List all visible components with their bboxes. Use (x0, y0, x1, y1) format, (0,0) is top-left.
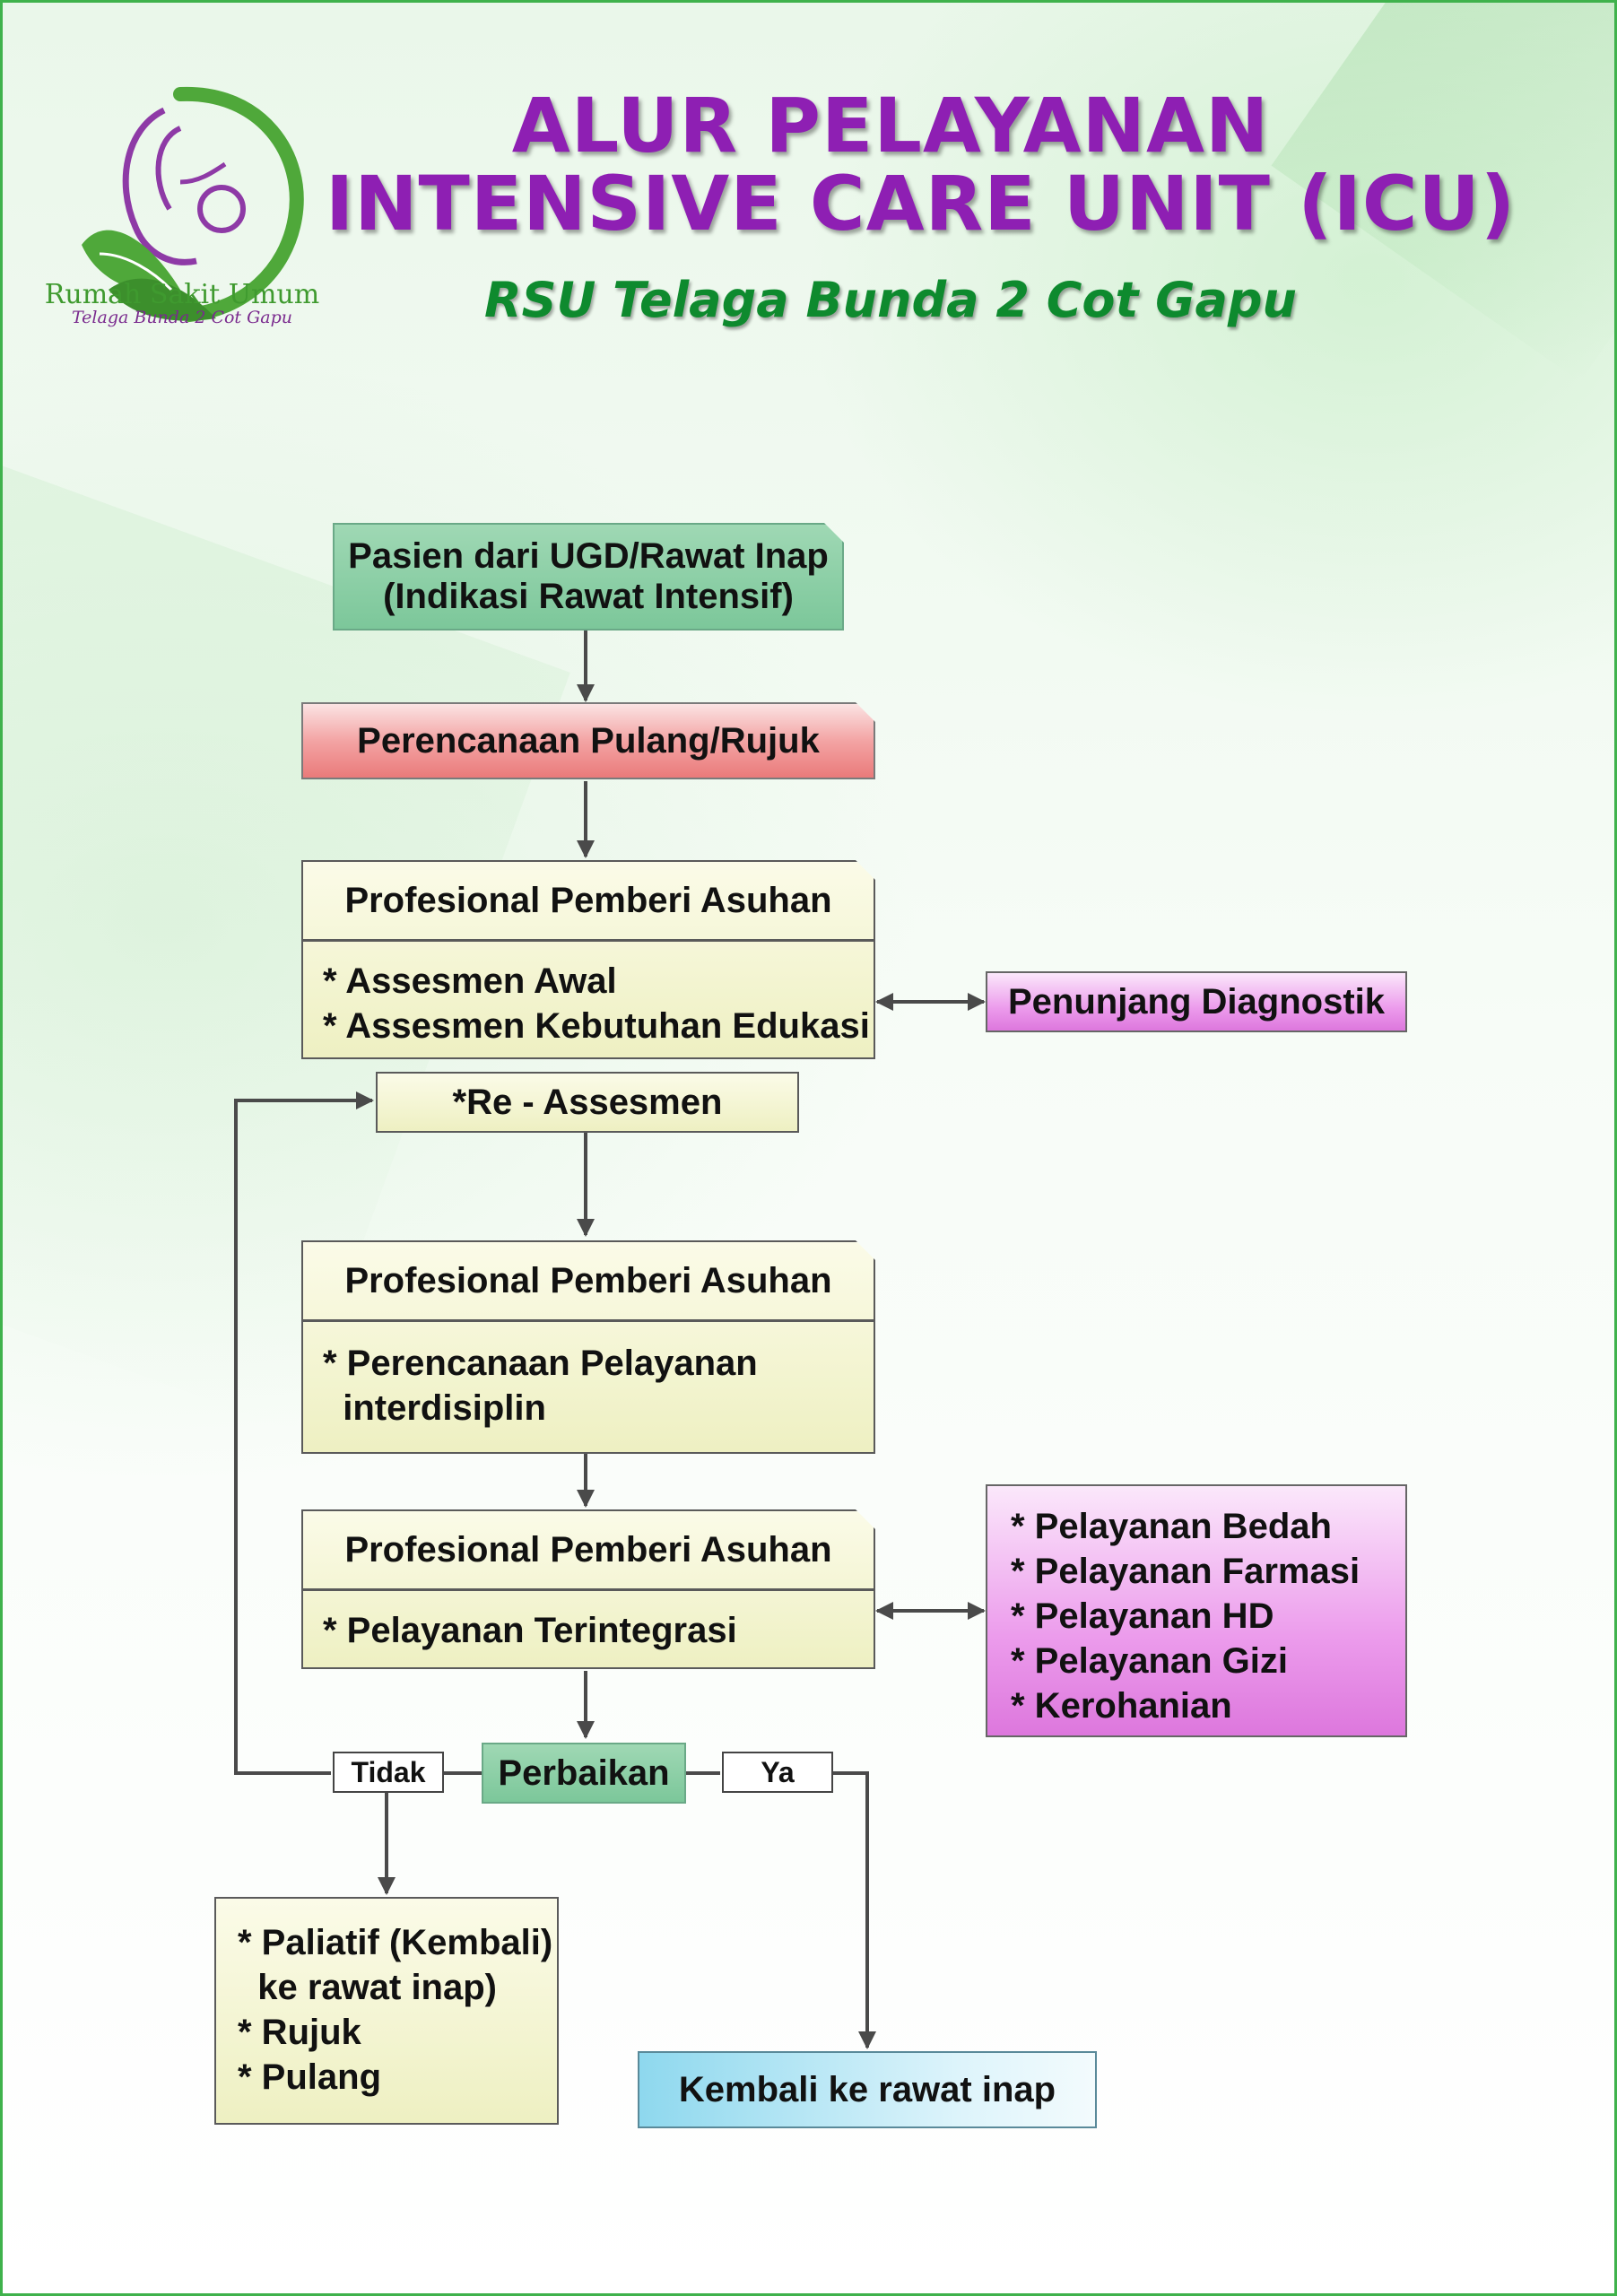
decision-label: Perbaikan (498, 1752, 670, 1793)
services-item: * Pelayanan Gizi (1011, 1641, 1289, 1681)
yes-branch-text: Ya (761, 1755, 795, 1788)
start-node-line1: Pasien dari UGD/Rawat Inap (348, 536, 829, 576)
ppa-node-integrated-header: Profesional Pemberi Asuhan (344, 1529, 832, 1570)
diagnostic-support-node: Penunjang Diagnostik (986, 971, 1407, 1032)
start-node: Pasien dari UGD/Rawat Inap (Indikasi Raw… (333, 523, 844, 631)
planning-node: Perencanaan Pulang/Rujuk (301, 702, 875, 779)
services-item: * Pelayanan HD (1011, 1596, 1274, 1636)
services-node: * Pelayanan Bedah * Pelayanan Farmasi * … (986, 1484, 1407, 1737)
yes-outcome-node: Kembali ke rawat inap (638, 2051, 1097, 2128)
ppa-node-assessment: Profesional Pemberi Asuhan * Assesmen Aw… (301, 860, 875, 1059)
no-branch-label: Tidak (333, 1752, 444, 1793)
yes-outcome-label: Kembali ke rawat inap (678, 2069, 1056, 2109)
page-title-line1: ALUR PELAYANAN (511, 82, 1270, 170)
yes-branch-label: Ya (722, 1752, 833, 1793)
ppa-node-planning-header: Profesional Pemberi Asuhan (344, 1260, 832, 1300)
services-item: * Pelayanan Bedah (1011, 1507, 1332, 1546)
ppa-node-planning: Profesional Pemberi Asuhan * Perencanaan… (301, 1240, 875, 1454)
divider (303, 1588, 874, 1591)
page-subtitle: RSU Telaga Bunda 2 Cot Gapu (484, 272, 1297, 328)
divider (303, 1319, 874, 1322)
start-node-line2: (Indikasi Rawat Intensif) (383, 577, 794, 616)
planning-node-label: Perencanaan Pulang/Rujuk (357, 720, 820, 761)
ppa-node-planning-item: interdisiplin (323, 1388, 546, 1428)
logo-text-location: Telaga Bunda 2 Cot Gapu (71, 308, 293, 327)
ppa-node-assessment-item: * Assesmen Awal (323, 961, 617, 1001)
ppa-node-assessment-header: Profesional Pemberi Asuhan (344, 880, 832, 920)
reassessment-node: *Re - Assesmen (376, 1072, 799, 1133)
no-outcome-node: * Paliatif (Kembali) ke rawat inap) * Ru… (214, 1897, 559, 2125)
diagnostic-support-label: Penunjang Diagnostik (1007, 981, 1386, 1022)
decision-node: Perbaikan (482, 1743, 686, 1804)
flow-connectors (234, 631, 986, 2049)
arrow-no-loop-to-reassess (234, 1091, 374, 1775)
services-item: * Kerohanian (1011, 1686, 1232, 1726)
hospital-logo-icon (82, 86, 304, 322)
logo-text-name: Rumah Sakit Umum (44, 279, 320, 310)
ppa-node-assessment-item: * Assesmen Kebutuhan Edukasi (323, 1006, 870, 1046)
services-item: * Pelayanan Farmasi (1011, 1552, 1361, 1591)
no-outcome-item: * Paliatif (Kembali) (238, 1923, 553, 1962)
divider (303, 939, 874, 942)
ppa-node-integrated: Profesional Pemberi Asuhan * Pelayanan T… (301, 1509, 875, 1669)
ppa-node-planning-item: * Perencanaan Pelayanan (323, 1344, 758, 1383)
reassessment-label: *Re - Assesmen (452, 1082, 723, 1122)
ppa-node-integrated-item: * Pelayanan Terintegrasi (323, 1611, 737, 1650)
arrow-yes-to-outcome (833, 1771, 876, 2049)
no-branch-text: Tidak (351, 1755, 426, 1788)
no-outcome-item: * Rujuk (238, 2013, 361, 2052)
no-outcome-item: * Pulang (238, 2057, 382, 2097)
no-outcome-item: ke rawat inap) (238, 1968, 497, 2007)
page-title-line2: INTENSIVE CARE UNIT (ICU) (326, 160, 1517, 248)
